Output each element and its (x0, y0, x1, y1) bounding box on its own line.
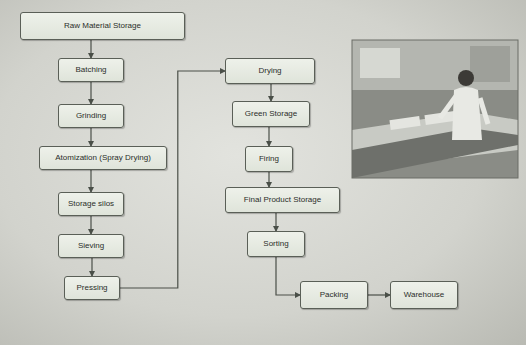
process-label: Warehouse (404, 290, 445, 299)
process-box: Storage silos (58, 192, 124, 216)
flow-arrow (90, 40, 91, 58)
process-label: Pressing (76, 283, 107, 292)
flow-arrow (91, 258, 92, 276)
process-box: Warehouse (390, 281, 458, 309)
photo-machine (470, 46, 510, 82)
process-box: Raw Material Storage (20, 12, 185, 40)
process-label: Grinding (76, 111, 106, 120)
flow-arrow (90, 170, 91, 192)
process-label: Atomization (Spray Drying) (55, 153, 151, 162)
photo-ground (352, 40, 518, 178)
process-box: Firing (245, 146, 293, 172)
photo-frame (352, 40, 518, 178)
process-label: Final Product Storage (244, 195, 321, 204)
photo-person-body (452, 87, 482, 140)
process-label: Drying (258, 66, 281, 75)
flow-arrow (90, 216, 91, 234)
process-box: Sieving (58, 234, 124, 258)
process-box: Final Product Storage (225, 187, 340, 213)
photo-wall (352, 40, 518, 90)
process-box: Pressing (64, 276, 120, 300)
flow-arrow (368, 294, 390, 295)
process-box: Batching (58, 58, 124, 82)
process-label: Packing (320, 290, 348, 299)
process-label: Sorting (263, 239, 288, 248)
process-label: Raw Material Storage (64, 21, 141, 30)
photo-person-arm (440, 96, 456, 118)
process-box: Drying (225, 58, 315, 84)
photo-person-head (458, 70, 474, 86)
photo-window (360, 48, 400, 78)
process-box: Atomization (Spray Drying) (39, 146, 167, 170)
flow-arrow (120, 71, 225, 288)
flow-arrow (268, 127, 269, 146)
process-label: Firing (259, 154, 279, 163)
process-label: Batching (75, 65, 106, 74)
process-box: Green Storage (232, 101, 310, 127)
process-box: Grinding (58, 104, 124, 128)
flow-arrow (275, 213, 276, 231)
flow-arrow (90, 82, 91, 104)
process-box: Packing (300, 281, 368, 309)
photo-conveyor-side (352, 128, 518, 178)
flow-arrow (90, 128, 91, 146)
process-box: Sorting (247, 231, 305, 257)
process-label: Sieving (78, 241, 104, 250)
process-label: Storage silos (68, 199, 114, 208)
process-label: Green Storage (245, 109, 297, 118)
photo-person-arm (480, 98, 488, 124)
flow-arrow (276, 257, 300, 295)
flow-arrow (268, 172, 269, 187)
flow-arrow (270, 84, 271, 101)
photo-tile (389, 116, 420, 130)
